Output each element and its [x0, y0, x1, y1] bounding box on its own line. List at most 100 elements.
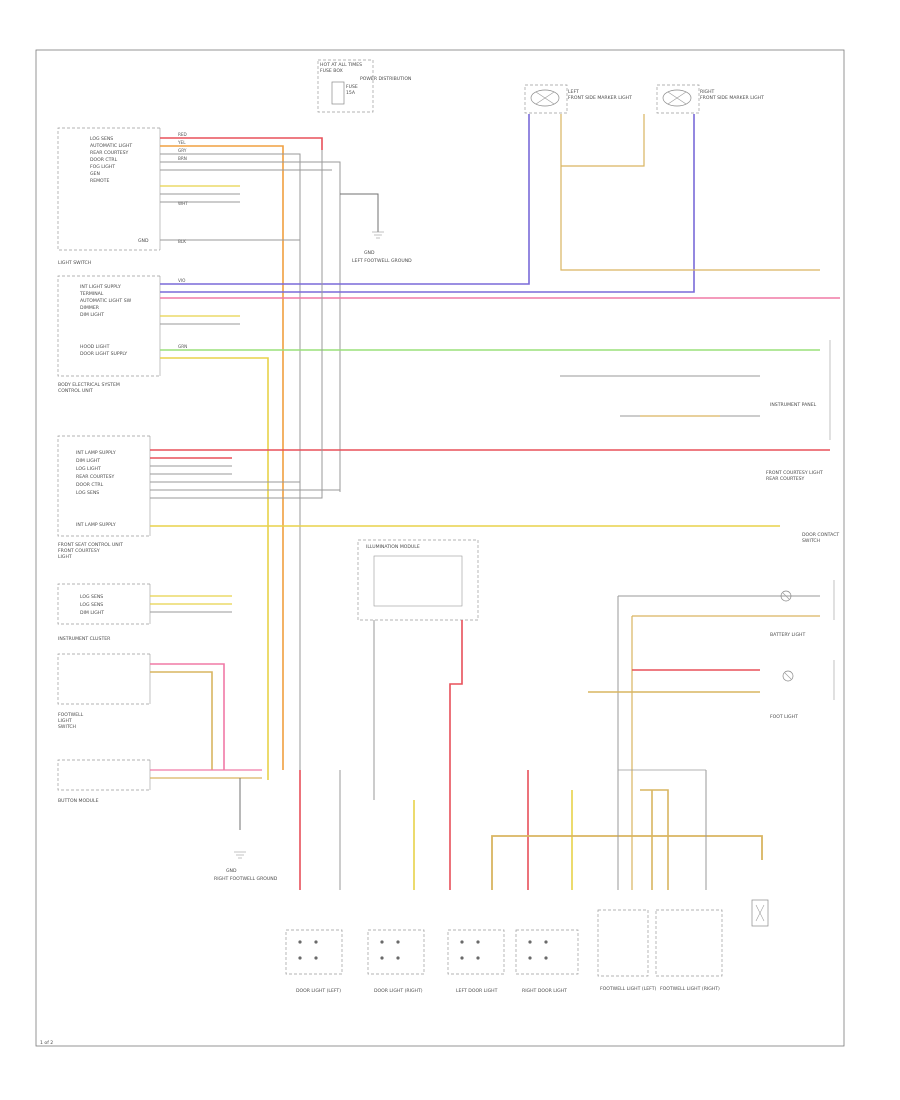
svg-text:LOG SENS: LOG SENS — [80, 594, 103, 600]
wire-red-top — [160, 137, 323, 150]
bottom-unit: DOOR LIGHT (RIGHT) — [367, 929, 425, 994]
module-e: FOOTWELL LIGHT SWITCH — [57, 653, 151, 730]
svg-text:GND: GND — [364, 250, 375, 256]
ground-icon — [234, 851, 246, 859]
wire-orange — [160, 145, 284, 770]
svg-text:YEL: YEL — [177, 140, 186, 145]
bottom-units: DOOR LIGHT (LEFT) DOOR LIGHT (RIGHT) LEF… — [285, 899, 769, 994]
svg-text:FOOTWELL: FOOTWELL — [58, 712, 84, 718]
wires — [150, 114, 840, 890]
svg-text:DOOR LIGHT (LEFT): DOOR LIGHT (LEFT) — [296, 988, 341, 994]
fuse-label: 15A — [346, 90, 356, 96]
svg-text:ILLUMINATION MODULE: ILLUMINATION MODULE — [366, 544, 420, 550]
svg-text:INT LAMP SUPPLY: INT LAMP SUPPLY — [76, 450, 116, 456]
svg-text:BRN: BRN — [178, 156, 187, 161]
svg-text:VIO: VIO — [178, 278, 186, 283]
svg-text:LIGHT: LIGHT — [58, 718, 72, 724]
svg-text:INSTRUMENT CLUSTER: INSTRUMENT CLUSTER — [58, 636, 111, 642]
svg-text:FOOT LIGHT: FOOT LIGHT — [770, 714, 798, 720]
wire-code-tags: RED YEL GRY BRN VIO GRN WHT BLK — [177, 132, 188, 349]
svg-text:LOG SENS: LOG SENS — [80, 602, 103, 608]
module-a: LOG SENS AUTOMATIC LIGHT REAR COURTESY D… — [57, 127, 161, 251]
svg-text:REMOTE: REMOTE — [90, 178, 109, 184]
svg-text:DIMMER: DIMMER — [80, 305, 100, 311]
svg-text:DIM LIGHT: DIM LIGHT — [80, 610, 104, 616]
center-module: ILLUMINATION MODULE — [357, 539, 479, 621]
lamp-icon — [782, 670, 794, 682]
svg-text:LOG SENS: LOG SENS — [90, 136, 113, 142]
svg-text:DOOR CTRL: DOOR CTRL — [90, 157, 118, 163]
svg-text:HOOD LIGHT: HOOD LIGHT — [80, 344, 110, 350]
svg-text:SWITCH: SWITCH — [802, 538, 820, 544]
svg-text:RIGHT: RIGHT — [700, 89, 715, 95]
svg-text:LEFT: LEFT — [568, 89, 579, 95]
diagram-frame — [35, 49, 845, 1047]
top-fuse-block: HOT AT ALL TIMES FUSE BOX FUSE 15A POWER… — [317, 59, 411, 113]
module-c: INT LAMP SUPPLY DIM LIGHT LOG LIGHT REAR… — [57, 435, 151, 560]
svg-text:GRY: GRY — [178, 148, 187, 153]
bottom-unit: DOOR LIGHT (LEFT) — [285, 929, 343, 994]
ground-symbols: GND LEFT FOOTWELL GROUND GND RIGHT FOOTW… — [214, 231, 412, 882]
svg-text:RIGHT DOOR LIGHT: RIGHT DOOR LIGHT — [522, 988, 567, 994]
svg-text:AUTOMATIC LIGHT: AUTOMATIC LIGHT — [90, 143, 132, 149]
svg-text:BLK: BLK — [178, 239, 186, 244]
svg-text:LOG LIGHT: LOG LIGHT — [76, 466, 101, 472]
svg-text:GND: GND — [138, 238, 149, 244]
svg-text:LEFT DOOR LIGHT: LEFT DOOR LIGHT — [456, 988, 498, 994]
fuse-label: POWER DISTRIBUTION — [360, 76, 411, 82]
svg-text:DOOR LIGHT SUPPLY: DOOR LIGHT SUPPLY — [80, 351, 127, 357]
bottom-unit: FOOTWELL LIGHT (RIGHT) — [655, 909, 723, 992]
svg-text:SWITCH: SWITCH — [58, 724, 76, 730]
svg-text:DIM LIGHT: DIM LIGHT — [76, 458, 100, 464]
svg-text:FRONT SIDE MARKER LIGHT: FRONT SIDE MARKER LIGHT — [700, 95, 764, 101]
svg-text:REAR COURTESY: REAR COURTESY — [766, 476, 805, 482]
fuse-label: FUSE — [346, 84, 358, 90]
svg-text:WHT: WHT — [178, 201, 188, 206]
bottom-unit: RIGHT DOOR LIGHT — [515, 929, 579, 994]
svg-text:LIGHT: LIGHT — [58, 554, 72, 560]
svg-text:GEN: GEN — [90, 171, 100, 177]
module-d: LOG SENS LOG SENS DIM LIGHT INSTRUMENT C… — [57, 583, 151, 642]
bottom-unit: LEFT DOOR LIGHT — [447, 929, 505, 994]
svg-text:BODY ELECTRICAL SYSTEM: BODY ELECTRICAL SYSTEM — [58, 382, 120, 388]
page-id: 1 of 2 — [40, 1040, 53, 1046]
svg-text:FRONT COURTESY: FRONT COURTESY — [58, 548, 100, 554]
module-f: BUTTON MODULE — [57, 759, 151, 804]
svg-text:FRONT COURTESY LIGHT: FRONT COURTESY LIGHT — [766, 470, 823, 476]
lamp-icon — [780, 590, 792, 602]
svg-text:REAR COURTESY: REAR COURTESY — [90, 150, 129, 156]
svg-text:LEFT FOOTWELL GROUND: LEFT FOOTWELL GROUND — [352, 258, 412, 264]
svg-text:INSTRUMENT PANEL: INSTRUMENT PANEL — [770, 402, 817, 408]
left-front-light: LEFT FRONT SIDE MARKER LIGHT — [524, 84, 632, 114]
fuse-label: FUSE BOX — [320, 68, 343, 74]
svg-text:CONTROL UNIT: CONTROL UNIT — [58, 388, 93, 394]
svg-text:FOOTWELL LIGHT (LEFT): FOOTWELL LIGHT (LEFT) — [600, 986, 657, 992]
right-front-light: RIGHT FRONT SIDE MARKER LIGHT — [656, 84, 764, 114]
svg-text:FRONT SEAT CONTROL UNIT: FRONT SEAT CONTROL UNIT — [58, 542, 123, 548]
svg-text:FOG LIGHT: FOG LIGHT — [90, 164, 115, 170]
module-b: LIGHT SWITCH INT LIGHT SUPPLY TERMINAL A… — [57, 260, 161, 394]
svg-text:DIM LIGHT: DIM LIGHT — [80, 312, 104, 318]
svg-text:GND: GND — [226, 868, 237, 874]
fuse-label: HOT AT ALL TIMES — [320, 62, 362, 68]
svg-text:TERMINAL: TERMINAL — [79, 291, 104, 297]
svg-text:AUTOMATIC LIGHT SW: AUTOMATIC LIGHT SW — [80, 298, 132, 304]
ground-icon — [372, 231, 384, 239]
svg-text:BUTTON MODULE: BUTTON MODULE — [58, 798, 99, 804]
wire-violet — [160, 114, 530, 285]
svg-text:FRONT SIDE MARKER LIGHT: FRONT SIDE MARKER LIGHT — [568, 95, 632, 101]
svg-text:GRN: GRN — [178, 344, 187, 349]
light-bulb-icon — [751, 899, 769, 927]
svg-text:RED: RED — [178, 132, 187, 137]
svg-text:LIGHT SWITCH: LIGHT SWITCH — [58, 260, 91, 266]
svg-text:DOOR CONTACT: DOOR CONTACT — [802, 532, 839, 538]
svg-text:LOG SENS: LOG SENS — [76, 490, 99, 496]
svg-text:DOOR LIGHT (RIGHT): DOOR LIGHT (RIGHT) — [374, 988, 423, 994]
bottom-unit: FOOTWELL LIGHT (LEFT) — [597, 909, 657, 992]
svg-text:INT LIGHT SUPPLY: INT LIGHT SUPPLY — [80, 284, 121, 290]
svg-text:FOOTWELL LIGHT (RIGHT): FOOTWELL LIGHT (RIGHT) — [660, 986, 720, 992]
right-side-labels: INSTRUMENT PANEL FRONT COURTESY LIGHT RE… — [766, 340, 839, 720]
svg-text:RIGHT FOOTWELL GROUND: RIGHT FOOTWELL GROUND — [214, 876, 278, 882]
svg-text:DOOR CTRL: DOOR CTRL — [76, 482, 104, 488]
